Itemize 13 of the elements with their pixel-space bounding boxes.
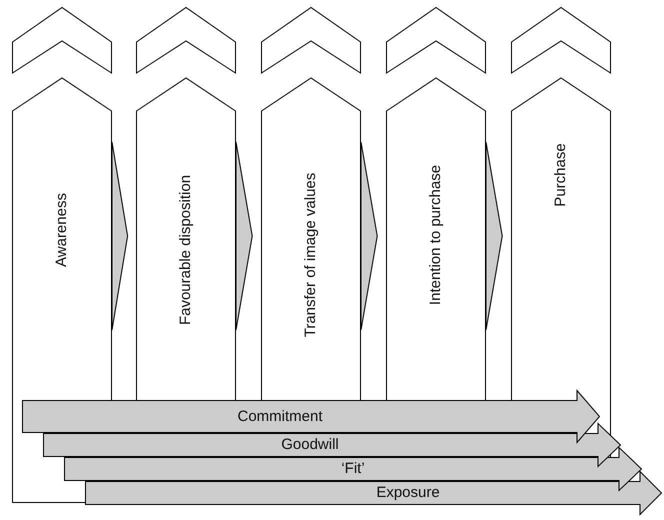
stage-label: Intention to purchase xyxy=(427,164,445,308)
flow-triangle-arrow xyxy=(112,142,128,330)
stage-label: Transfer of image values xyxy=(302,172,320,340)
bar-label: Goodwill xyxy=(281,436,339,454)
flow-triangle-arrow xyxy=(486,142,503,330)
stage-label: Favourable disposition xyxy=(177,174,195,328)
stage-label: Purchase xyxy=(552,142,570,209)
bar-label: Commitment xyxy=(237,408,322,426)
flow-triangle-arrow xyxy=(236,142,253,330)
flow-triangle-arrow xyxy=(360,142,378,330)
stage-label: Awareness xyxy=(53,192,71,269)
bar-label: Exposure xyxy=(376,484,440,502)
bar-label: ‘Fit’ xyxy=(341,460,365,478)
